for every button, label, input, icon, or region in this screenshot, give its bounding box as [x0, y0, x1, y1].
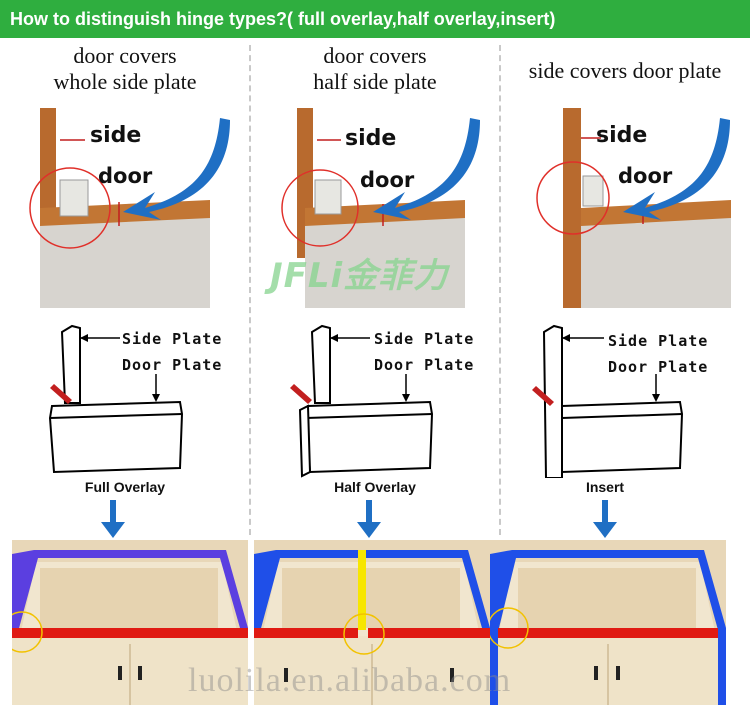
full-overlay-photo	[29, 108, 230, 308]
door-label: door	[618, 164, 673, 188]
hinge-circle	[536, 161, 610, 235]
door-edge-highlight	[498, 628, 718, 638]
blue-curve-arrow-icon	[123, 118, 230, 220]
hinge-circle	[281, 169, 359, 247]
side-plate-label: Side Plate	[374, 330, 475, 348]
highlight-circle	[12, 611, 43, 653]
blue-curve-arrow-icon	[623, 118, 730, 220]
full-overlay-cabinet	[12, 540, 248, 705]
door-plate-label: Door Plate	[374, 356, 475, 374]
frame-outline	[254, 550, 490, 632]
caption-line-1: side covers door plate	[528, 58, 722, 83]
hinge-block	[59, 179, 89, 217]
door-panel-edge	[581, 200, 731, 226]
type-label: Half Overlay	[334, 479, 416, 495]
red-pointer-icon	[290, 384, 312, 404]
brand-watermark: JFLi金菲力	[270, 256, 449, 296]
blue-curve-arrow-icon	[373, 118, 480, 220]
column-half-overlay: door covers half side plate side door Si…	[250, 38, 500, 705]
down-arrow-icon	[357, 500, 381, 538]
down-arrow-icon	[101, 500, 125, 538]
full-overlay-sketch	[48, 324, 184, 474]
hinge-block	[582, 175, 604, 207]
half-overlay-cabinet	[254, 540, 490, 705]
door-plate-outline	[561, 400, 684, 474]
half-overlay-photo	[281, 108, 480, 308]
caption-line-1: door covers	[73, 43, 177, 68]
insert-cabinet	[490, 540, 726, 705]
side-panel	[563, 108, 581, 308]
column-full-overlay: door covers whole side plate side door S…	[0, 38, 250, 705]
column-divider-2	[499, 45, 501, 535]
side-label: side	[345, 126, 397, 151]
door-plate-outline	[304, 400, 434, 474]
door-edge-highlight-left	[254, 628, 358, 638]
side-label: side	[90, 123, 142, 148]
column-insert: side covers door plate side door Side Pl…	[490, 38, 750, 705]
door-label: door	[98, 164, 153, 188]
side-plate-label: Side Plate	[608, 332, 709, 350]
red-pointer-icon	[532, 386, 554, 406]
side-plate-label: Side Plate	[122, 330, 223, 348]
type-label: Insert	[585, 479, 625, 495]
highlight-circle	[343, 613, 385, 655]
half-overlay-sketch	[290, 324, 434, 478]
frame-outline	[12, 550, 248, 632]
caption-line-1: door covers	[323, 43, 427, 68]
red-pointer-icon	[50, 384, 72, 404]
hinge-block	[314, 179, 342, 215]
side-plate-outline	[60, 324, 81, 404]
caption-line-2: half side plate	[313, 69, 437, 94]
door-plate-outline	[48, 400, 184, 474]
insert-sketch	[532, 324, 684, 478]
center-post-highlight	[358, 550, 366, 630]
title-banner: How to distinguish hinge types?( full ov…	[0, 0, 750, 38]
site-watermark: luolila.en.alibaba.com	[188, 662, 512, 699]
door-plate-label: Door Plate	[122, 356, 223, 374]
down-arrow-icon	[593, 500, 617, 538]
hinge-circle	[29, 167, 111, 249]
door-edge-highlight-right	[368, 628, 490, 638]
caption-line-2: whole side plate	[53, 69, 197, 94]
door-plate-label: Door Plate	[608, 358, 709, 376]
insert-photo	[536, 108, 731, 308]
side-plate-outline	[310, 324, 331, 404]
side-label: side	[596, 123, 648, 148]
door-panel-face	[305, 218, 465, 308]
type-label: Full Overlay	[84, 479, 166, 495]
door-label: door	[360, 168, 415, 192]
door-edge-highlight	[12, 628, 248, 638]
door-panel-face	[40, 218, 210, 308]
door-panel-face	[581, 218, 731, 308]
frame-outline	[490, 550, 726, 705]
column-divider-1	[249, 45, 251, 535]
highlight-circle	[490, 607, 529, 649]
